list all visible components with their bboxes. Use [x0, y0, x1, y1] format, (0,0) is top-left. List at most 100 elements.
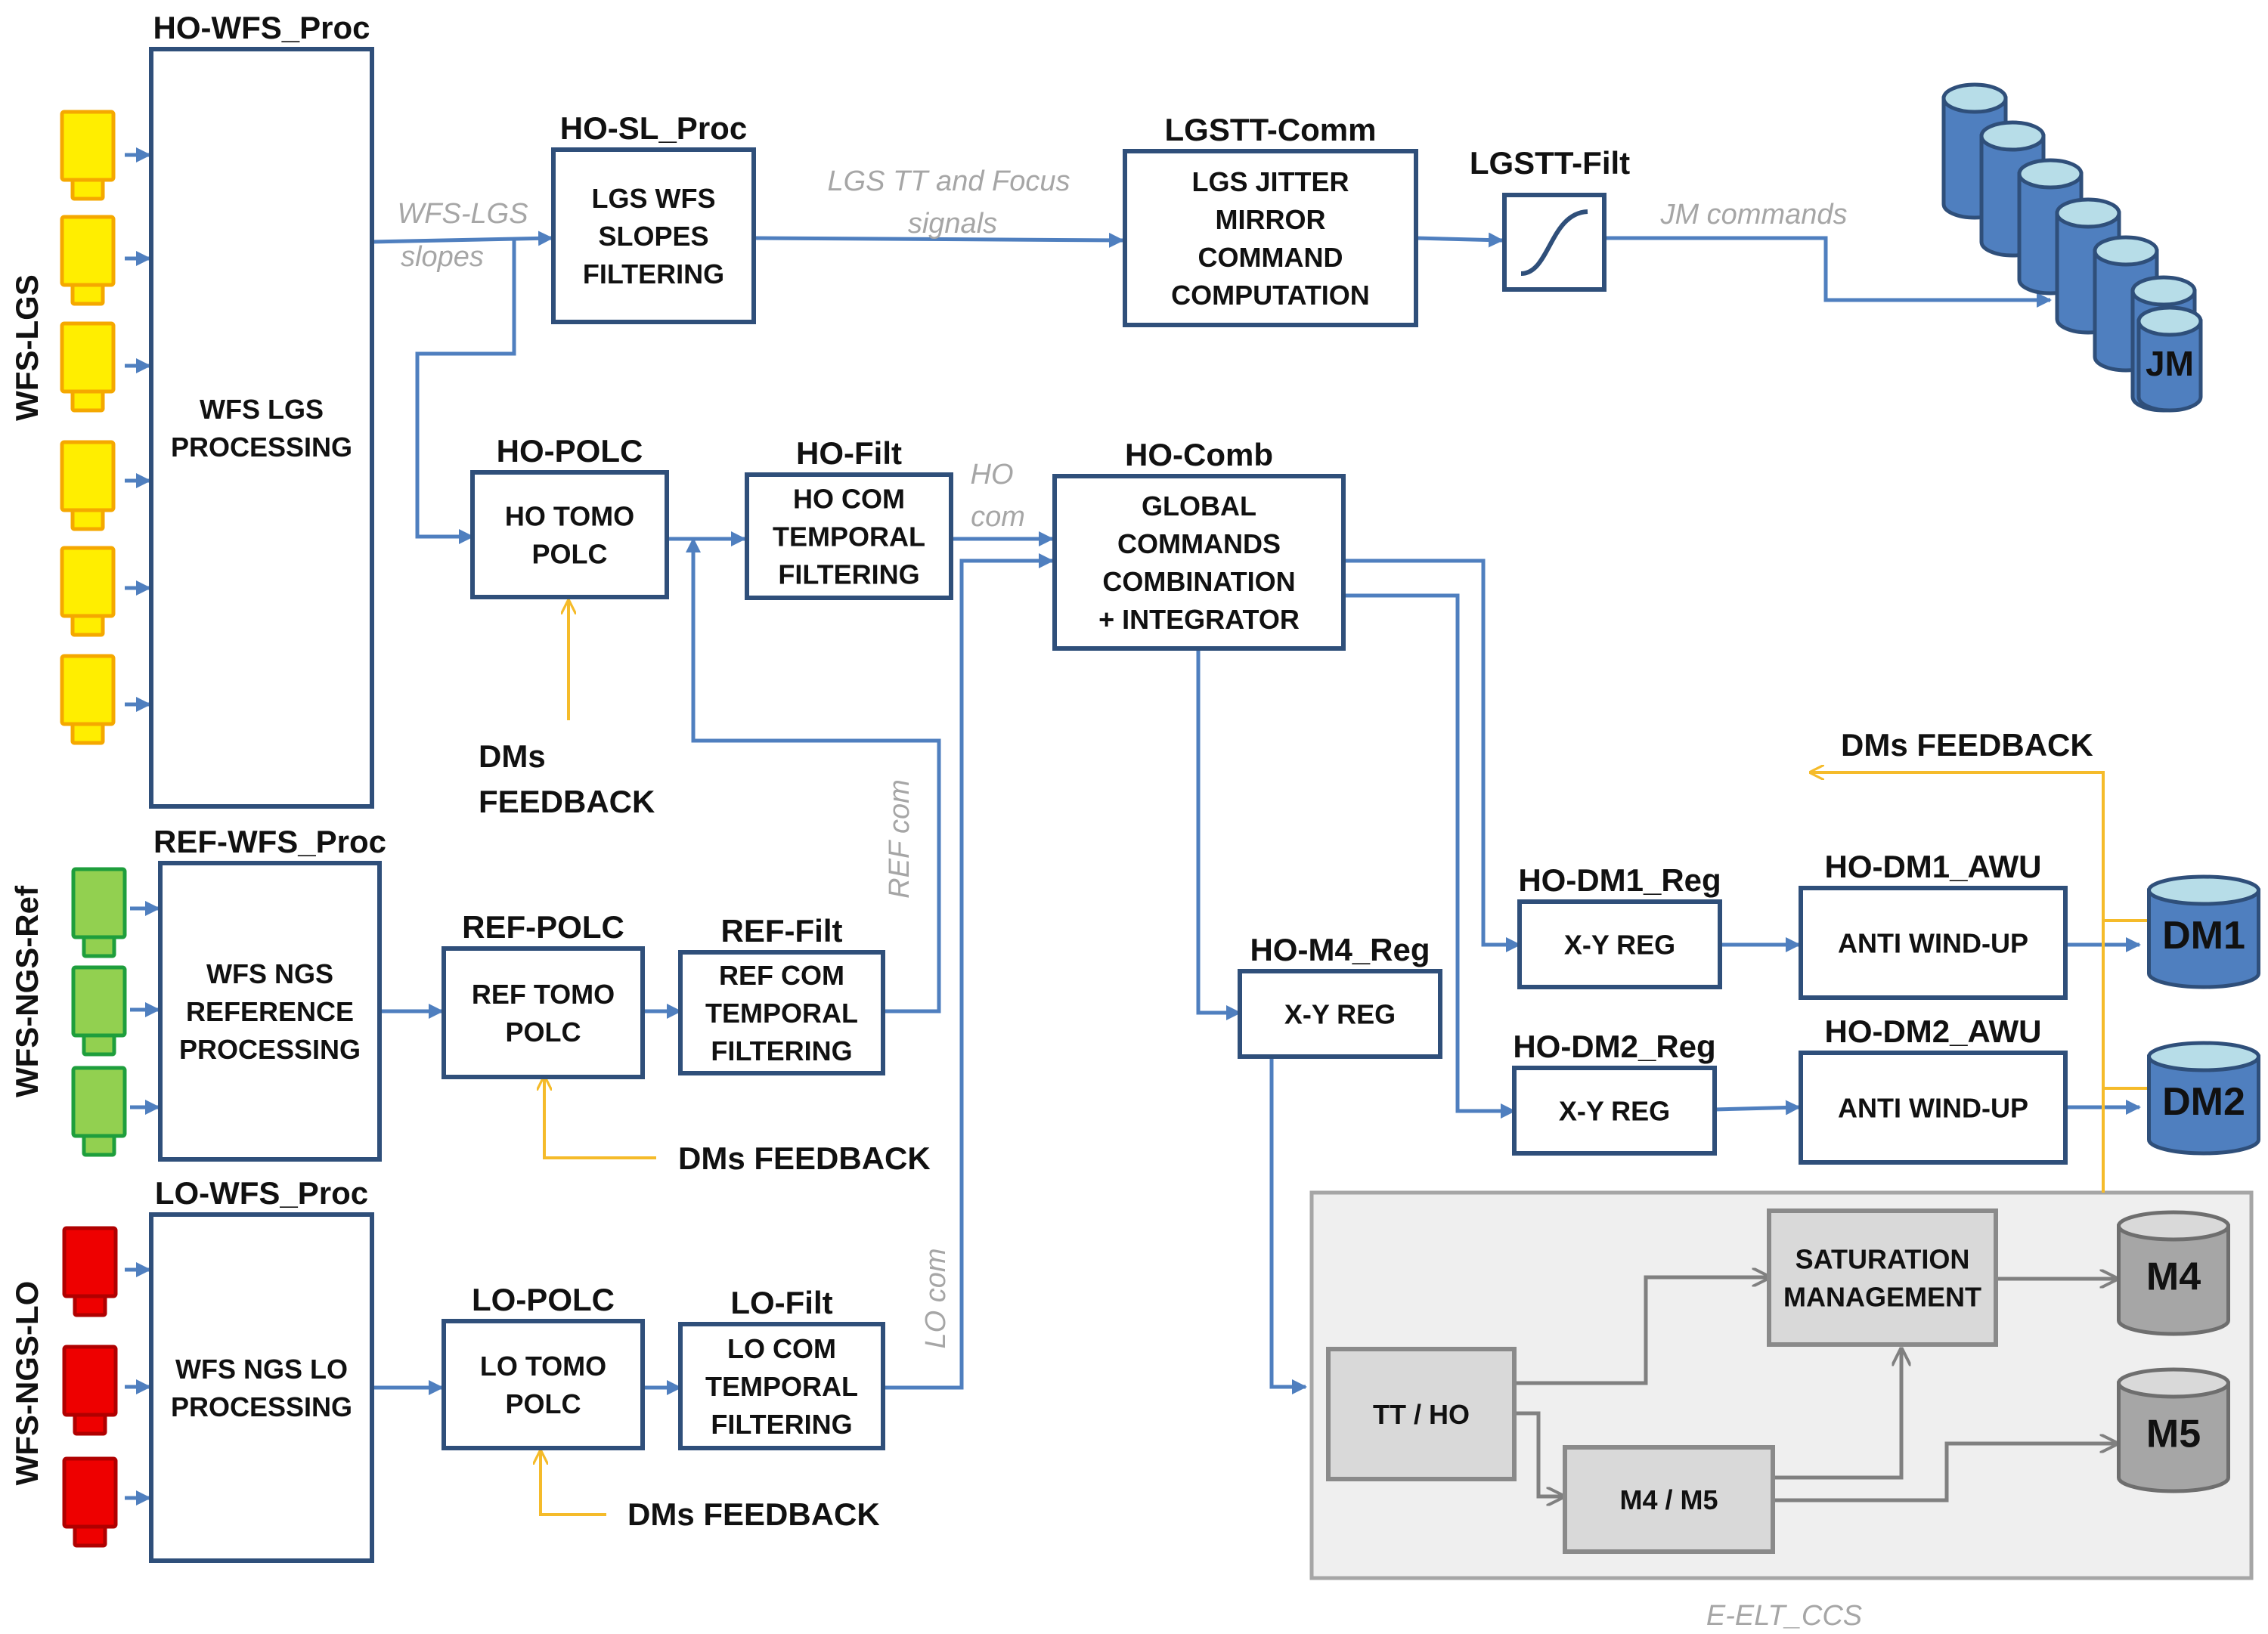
ho-wfs-proc-line: WFS LGS	[200, 394, 324, 425]
ref-filt-box	[678, 950, 885, 1075]
ho-dm2-awu-title: HO-DM2_AWU	[1824, 1014, 2041, 1049]
lo-wfs-proc-title: LO-WFS_Proc	[155, 1175, 368, 1211]
ref-wfs-proc-line: PROCESSING	[179, 1034, 361, 1065]
ho-comb-line: COMBINATION	[1102, 566, 1295, 597]
ho-filt-line: HO COM	[793, 484, 905, 515]
m5-mirror-label: M5	[2146, 1413, 2201, 1456]
ho-sl-proc-line: FILTERING	[583, 258, 724, 289]
ho-com-label-1: HO	[971, 459, 1014, 491]
wfs-lgs-slopes-label-2: slopes	[401, 241, 484, 273]
ho-polc-block: HO-POLC HO TOMO POLC	[470, 433, 669, 599]
ho-m4-reg-title: HO-M4_Reg	[1250, 932, 1430, 967]
lo-filt-line: TEMPORAL	[705, 1371, 858, 1402]
dm1-mirror-label: DM1	[2162, 914, 2245, 958]
lgs-tt-focus-label-2: signals	[908, 208, 997, 240]
lo-wfs-proc-line: PROCESSING	[171, 1391, 352, 1422]
ref-sensor-3	[71, 1066, 127, 1157]
jm-mirror: JM	[2136, 305, 2203, 413]
ref-filt-line: TEMPORAL	[705, 998, 858, 1029]
ho-polc-feedback-label-2: FEEDBACK	[479, 784, 655, 819]
lo-polc-box	[442, 1319, 645, 1450]
ho-dm1-reg-line: X-Y REG	[1564, 930, 1675, 961]
m4-mirror: M4	[2117, 1210, 2230, 1336]
ho-sl-proc-line: SLOPES	[598, 221, 708, 252]
saturation-line: MANAGEMENT	[1783, 1282, 1981, 1313]
m4-m5-box	[1563, 1445, 1775, 1554]
m5-mirror: M5	[2117, 1367, 2230, 1493]
lgs-sensor-6	[60, 654, 116, 745]
wfs-lgs-label: WFS-LGS	[9, 274, 45, 421]
ho-polc-line: HO TOMO	[505, 501, 634, 532]
ref-wfs-proc-box	[158, 861, 382, 1162]
ho-sl-proc-line: LGS WFS	[592, 183, 716, 214]
lgstt-comm-line: LGS JITTER	[1191, 166, 1349, 197]
ho-dm2-awu-line: ANTI WIND-UP	[1838, 1093, 2028, 1124]
lo-sensors	[62, 1226, 118, 1548]
lgstt-comm-line: COMPUTATION	[1171, 280, 1370, 311]
ref-polc-feedback-label: DMs FEEDBACK	[678, 1140, 931, 1176]
ref-sensor-2	[71, 965, 127, 1057]
lo-sensor-3	[62, 1456, 118, 1548]
lgs-sensor-1	[60, 110, 116, 201]
wfs-lgs-slopes-label-1: WFS-LGS	[397, 198, 528, 230]
ho-dm2-reg-line: X-Y REG	[1559, 1096, 1670, 1127]
m4-m5-line: M4 / M5	[1619, 1484, 1718, 1515]
tt-ho-line: TT / HO	[1373, 1399, 1470, 1430]
sigmoid-icon	[1520, 209, 1588, 276]
lo-polc-line: LO TOMO	[480, 1351, 606, 1382]
ho-dm1-awu-box	[1799, 886, 2068, 1000]
dm2-mirror-label: DM2	[2162, 1080, 2245, 1124]
saturation-line: SATURATION	[1796, 1244, 1970, 1275]
jm-commands-label: JM commands	[1659, 199, 1847, 231]
lgstt-comm-line: MIRROR	[1216, 204, 1326, 235]
ho-polc-line: POLC	[531, 539, 607, 570]
ho-dm1-reg-box	[1517, 899, 1722, 989]
ho-comb-line: GLOBAL	[1142, 491, 1256, 521]
saturation-box	[1767, 1208, 1998, 1347]
tt-ho-block: TT / HO	[1326, 1347, 1517, 1481]
lo-filt-line: LO COM	[727, 1333, 836, 1364]
ho-dm1-reg-title: HO-DM1_Reg	[1518, 862, 1721, 898]
ho-polc-title: HO-POLC	[497, 433, 643, 469]
feedback-arrows	[541, 601, 2149, 1516]
dm1-mirror: DM1	[2147, 874, 2260, 989]
lgstt-filt-title: LGSTT-Filt	[1470, 145, 1630, 181]
ho-comb-title: HO-Comb	[1125, 437, 1273, 472]
ref-filt-line: FILTERING	[711, 1035, 852, 1066]
jm-mirror-label: JM	[2146, 344, 2194, 383]
ho-wfs-proc-title: HO-WFS_Proc	[153, 10, 370, 45]
ho-comb-box	[1052, 474, 1346, 651]
ho-dm2-awu-block: HO-DM2_AWU ANTI WIND-UP	[1799, 1014, 2068, 1165]
tt-ho-box	[1326, 1347, 1517, 1481]
dm2-mirror: DM2	[2147, 1041, 2260, 1156]
ho-sl-proc-title: HO-SL_Proc	[560, 110, 747, 146]
lgs-sensor-5	[60, 546, 116, 637]
ho-com-label-2: com	[971, 501, 1025, 533]
lo-polc-title: LO-POLC	[472, 1282, 615, 1317]
lo-polc-line: POLC	[505, 1388, 581, 1419]
ho-comb-line: + INTEGRATOR	[1098, 604, 1300, 635]
ho-dm2-reg-title: HO-DM2_Reg	[1513, 1029, 1715, 1064]
lgs-sensor-3	[60, 321, 116, 413]
wfs-ngs-lo-label: WFS-NGS-LO	[9, 1281, 45, 1486]
lo-com-label: LO com	[920, 1248, 952, 1348]
ref-sensors	[71, 867, 127, 1157]
ref-com-label: REF com	[884, 779, 916, 899]
lo-filt-box	[678, 1322, 885, 1450]
ref-sensor-1	[71, 867, 127, 958]
lo-wfs-proc-box	[149, 1212, 374, 1563]
ref-polc-line: POLC	[505, 1017, 581, 1048]
ho-filt-line: TEMPORAL	[773, 521, 925, 552]
ho-m4-reg-box	[1238, 969, 1442, 1059]
ho-comb-line: COMMANDS	[1117, 528, 1281, 559]
